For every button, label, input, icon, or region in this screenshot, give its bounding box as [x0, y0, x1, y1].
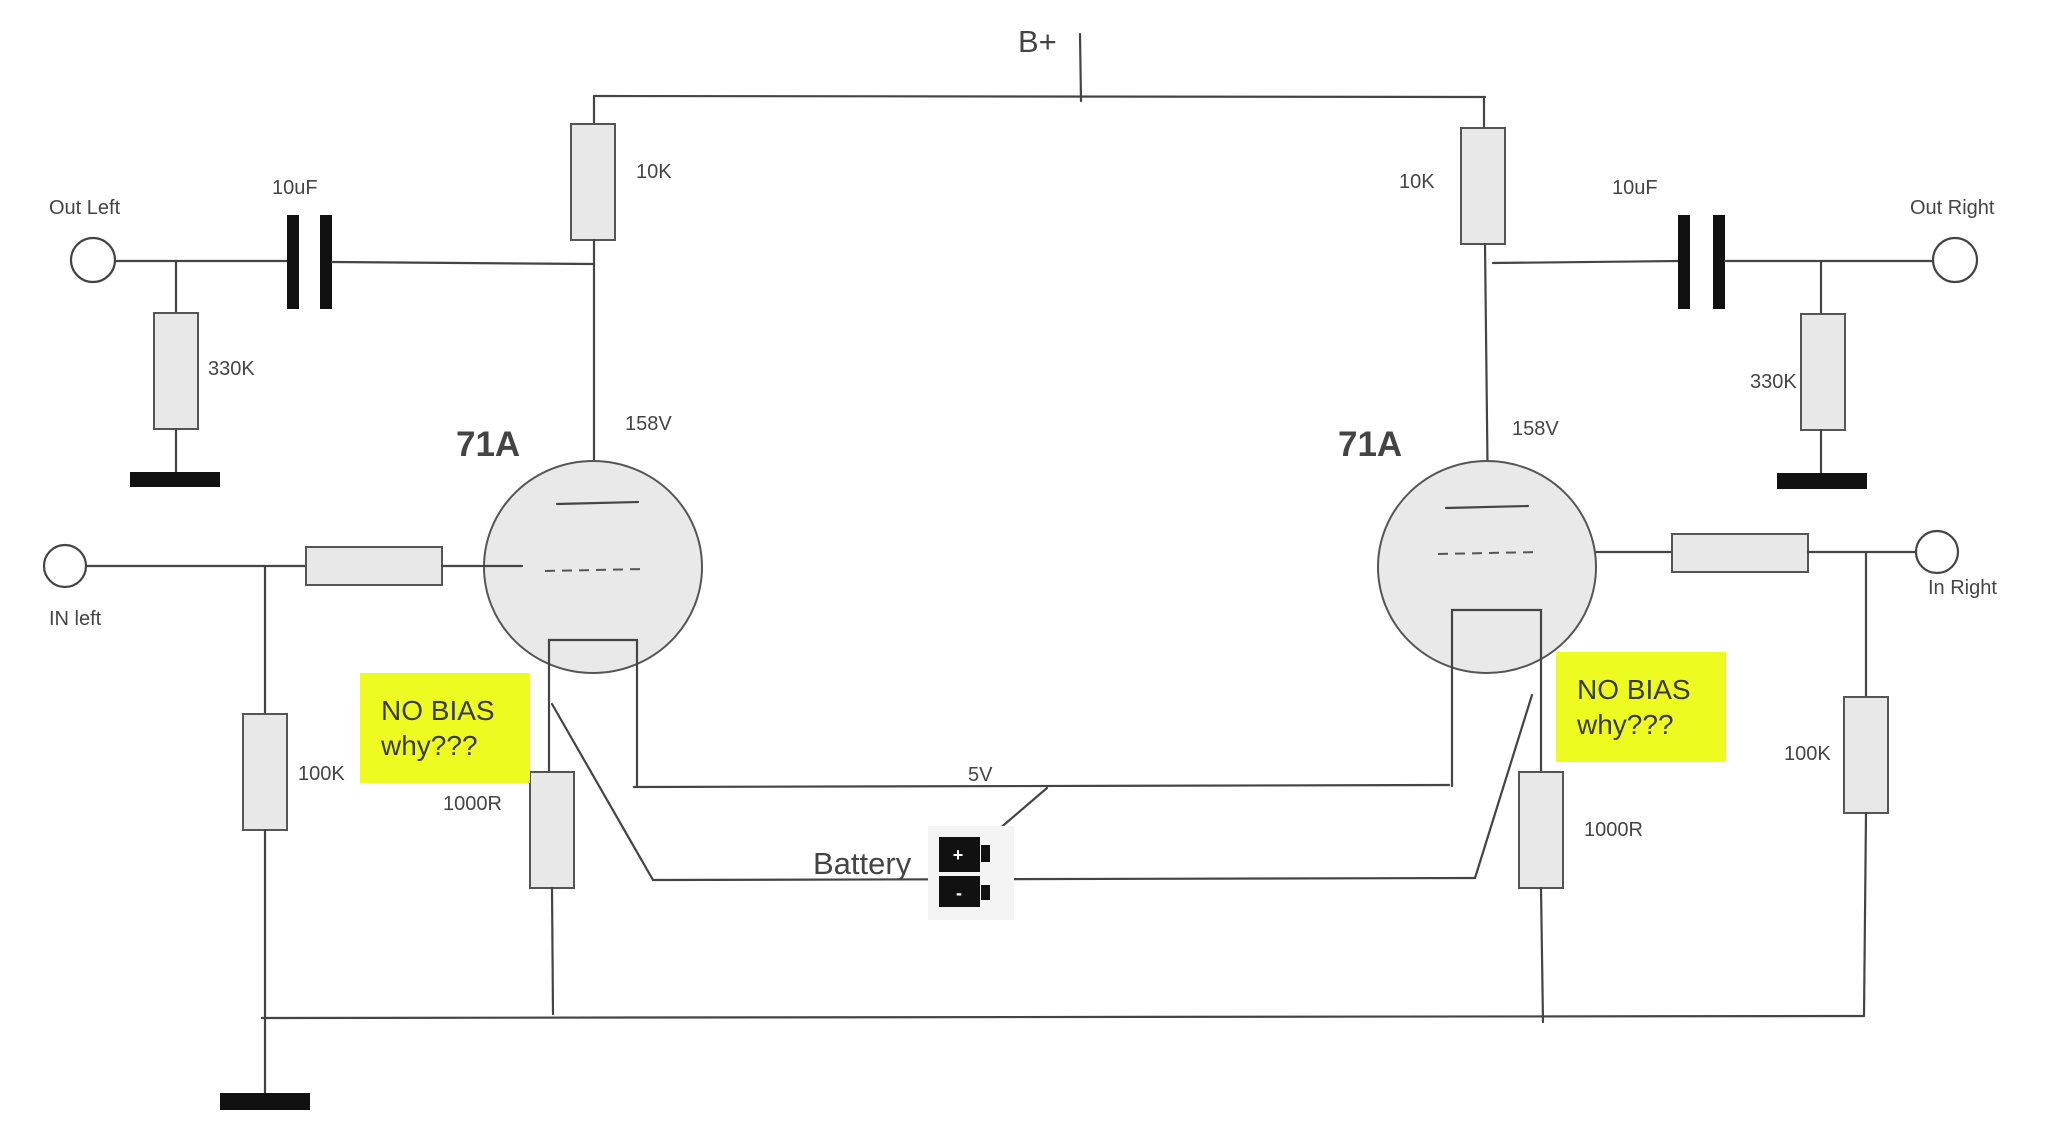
ground-symbol-out-left	[130, 472, 220, 487]
grid-resistor-right-label: 100K	[1784, 743, 1831, 765]
ground-symbol-out-right	[1777, 473, 1867, 489]
tube-right	[1377, 460, 1597, 674]
battery-minus-sign: -	[956, 883, 962, 903]
tube-left-plate-voltage: 158V	[625, 413, 672, 435]
plate-resistor-left	[570, 123, 616, 241]
ground-bus	[260, 1014, 1866, 1020]
coupling-capacitor-right-label: 10uF	[1612, 177, 1658, 199]
battery-label: Battery	[813, 846, 912, 881]
battery-terminal-negative	[981, 885, 990, 900]
out-left-jack	[69, 236, 117, 284]
grid-resistor-left-label: 100K	[298, 763, 345, 785]
b-plus-rail	[592, 32, 1487, 130]
tube-right-plate-voltage: 158V	[1512, 418, 1559, 440]
load-resistor-left	[153, 312, 199, 430]
plate-resistor-right	[1460, 127, 1506, 245]
note-left-line2: why???	[380, 730, 478, 761]
battery: + -	[928, 826, 1014, 920]
tube-left-cathode	[547, 638, 639, 670]
battery-cell-negative	[939, 876, 980, 907]
note-right: NO BIAS why???	[1556, 652, 1726, 762]
in-left-label: IN left	[49, 608, 102, 630]
in-right-jack	[1914, 529, 1960, 575]
battery-plus-sign: +	[953, 845, 964, 865]
plate-resistor-right-label: 10K	[1399, 171, 1435, 193]
plate-resistor-left-label: 10K	[636, 161, 672, 183]
coupling-capacitor-right-plate-b	[1713, 215, 1725, 309]
in-left-jack	[42, 543, 88, 589]
cathode-resistor-right-label: 1000R	[1584, 819, 1643, 841]
in-right-label: In Right	[1928, 577, 1997, 599]
grid-resistor-right	[1843, 696, 1889, 814]
b-plus-label: B+	[1018, 24, 1057, 59]
tube-right-label: 71A	[1338, 425, 1402, 464]
grid-resistor-left	[242, 713, 288, 831]
battery-terminal-positive	[981, 845, 990, 862]
grid-series-resistor-right	[1671, 533, 1809, 573]
tube-left-label: 71A	[456, 425, 520, 464]
battery-cell-positive	[939, 837, 980, 872]
load-resistor-right-label: 330K	[1750, 371, 1797, 393]
coupling-capacitor-right-plate-a	[1678, 215, 1690, 309]
coupling-capacitor-left-plate-a	[287, 215, 299, 309]
out-left-label: Out Left	[49, 197, 121, 219]
note-right-background	[1556, 652, 1726, 762]
note-left-background	[360, 673, 530, 783]
grid-series-resistor-left	[305, 546, 443, 586]
load-resistor-right	[1800, 313, 1846, 431]
ground-symbol-main	[220, 1093, 310, 1110]
tube-right-cathode	[1450, 608, 1543, 670]
note-left-line1: NO BIAS	[381, 695, 495, 726]
out-right-label: Out Right	[1910, 197, 1995, 219]
cathode-resistor-left	[529, 771, 575, 889]
coupling-capacitor-left-plate-b	[320, 215, 332, 309]
note-right-line2: why???	[1576, 709, 1674, 740]
load-resistor-left-label: 330K	[208, 358, 255, 380]
note-right-line1: NO BIAS	[1577, 674, 1691, 705]
note-left: NO BIAS why???	[360, 673, 530, 783]
cathode-resistor-left-label: 1000R	[443, 793, 502, 815]
cathode-resistor-right	[1518, 771, 1564, 889]
filament-voltage-label: 5V	[968, 764, 993, 786]
out-right-jack	[1931, 236, 1979, 284]
coupling-capacitor-left-label: 10uF	[272, 177, 318, 199]
